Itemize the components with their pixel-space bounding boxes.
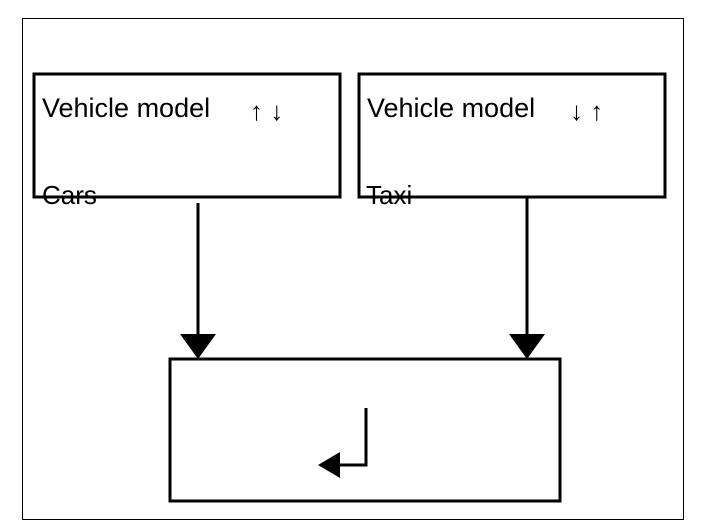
node-cars-box — [32, 72, 342, 199]
node-taxi: Vehicle model ↓ ↑ Taxi — [357, 72, 667, 210]
edge-cars-to-target — [180, 203, 216, 359]
node-taxi-label: Taxi — [366, 180, 412, 210]
node-cars-sort-arrows: ↑ ↓ — [250, 96, 283, 126]
node-taxi-box — [357, 72, 667, 199]
node-cars-title: Vehicle model — [42, 93, 210, 123]
node-taxi-sort-arrows: ↓ ↑ — [570, 96, 603, 126]
node-cars-label: Cars — [42, 180, 97, 210]
node-target — [168, 357, 562, 503]
edge-taxi-to-target — [509, 197, 545, 359]
node-taxi-title: Vehicle model — [367, 93, 535, 123]
return-arrow-icon — [318, 408, 368, 478]
edge-cars-arrowhead — [180, 334, 216, 359]
diagram-frame — [22, 18, 684, 520]
edge-taxi-arrowhead — [509, 334, 545, 359]
node-cars: Vehicle model ↑ ↓ Cars — [32, 72, 342, 210]
